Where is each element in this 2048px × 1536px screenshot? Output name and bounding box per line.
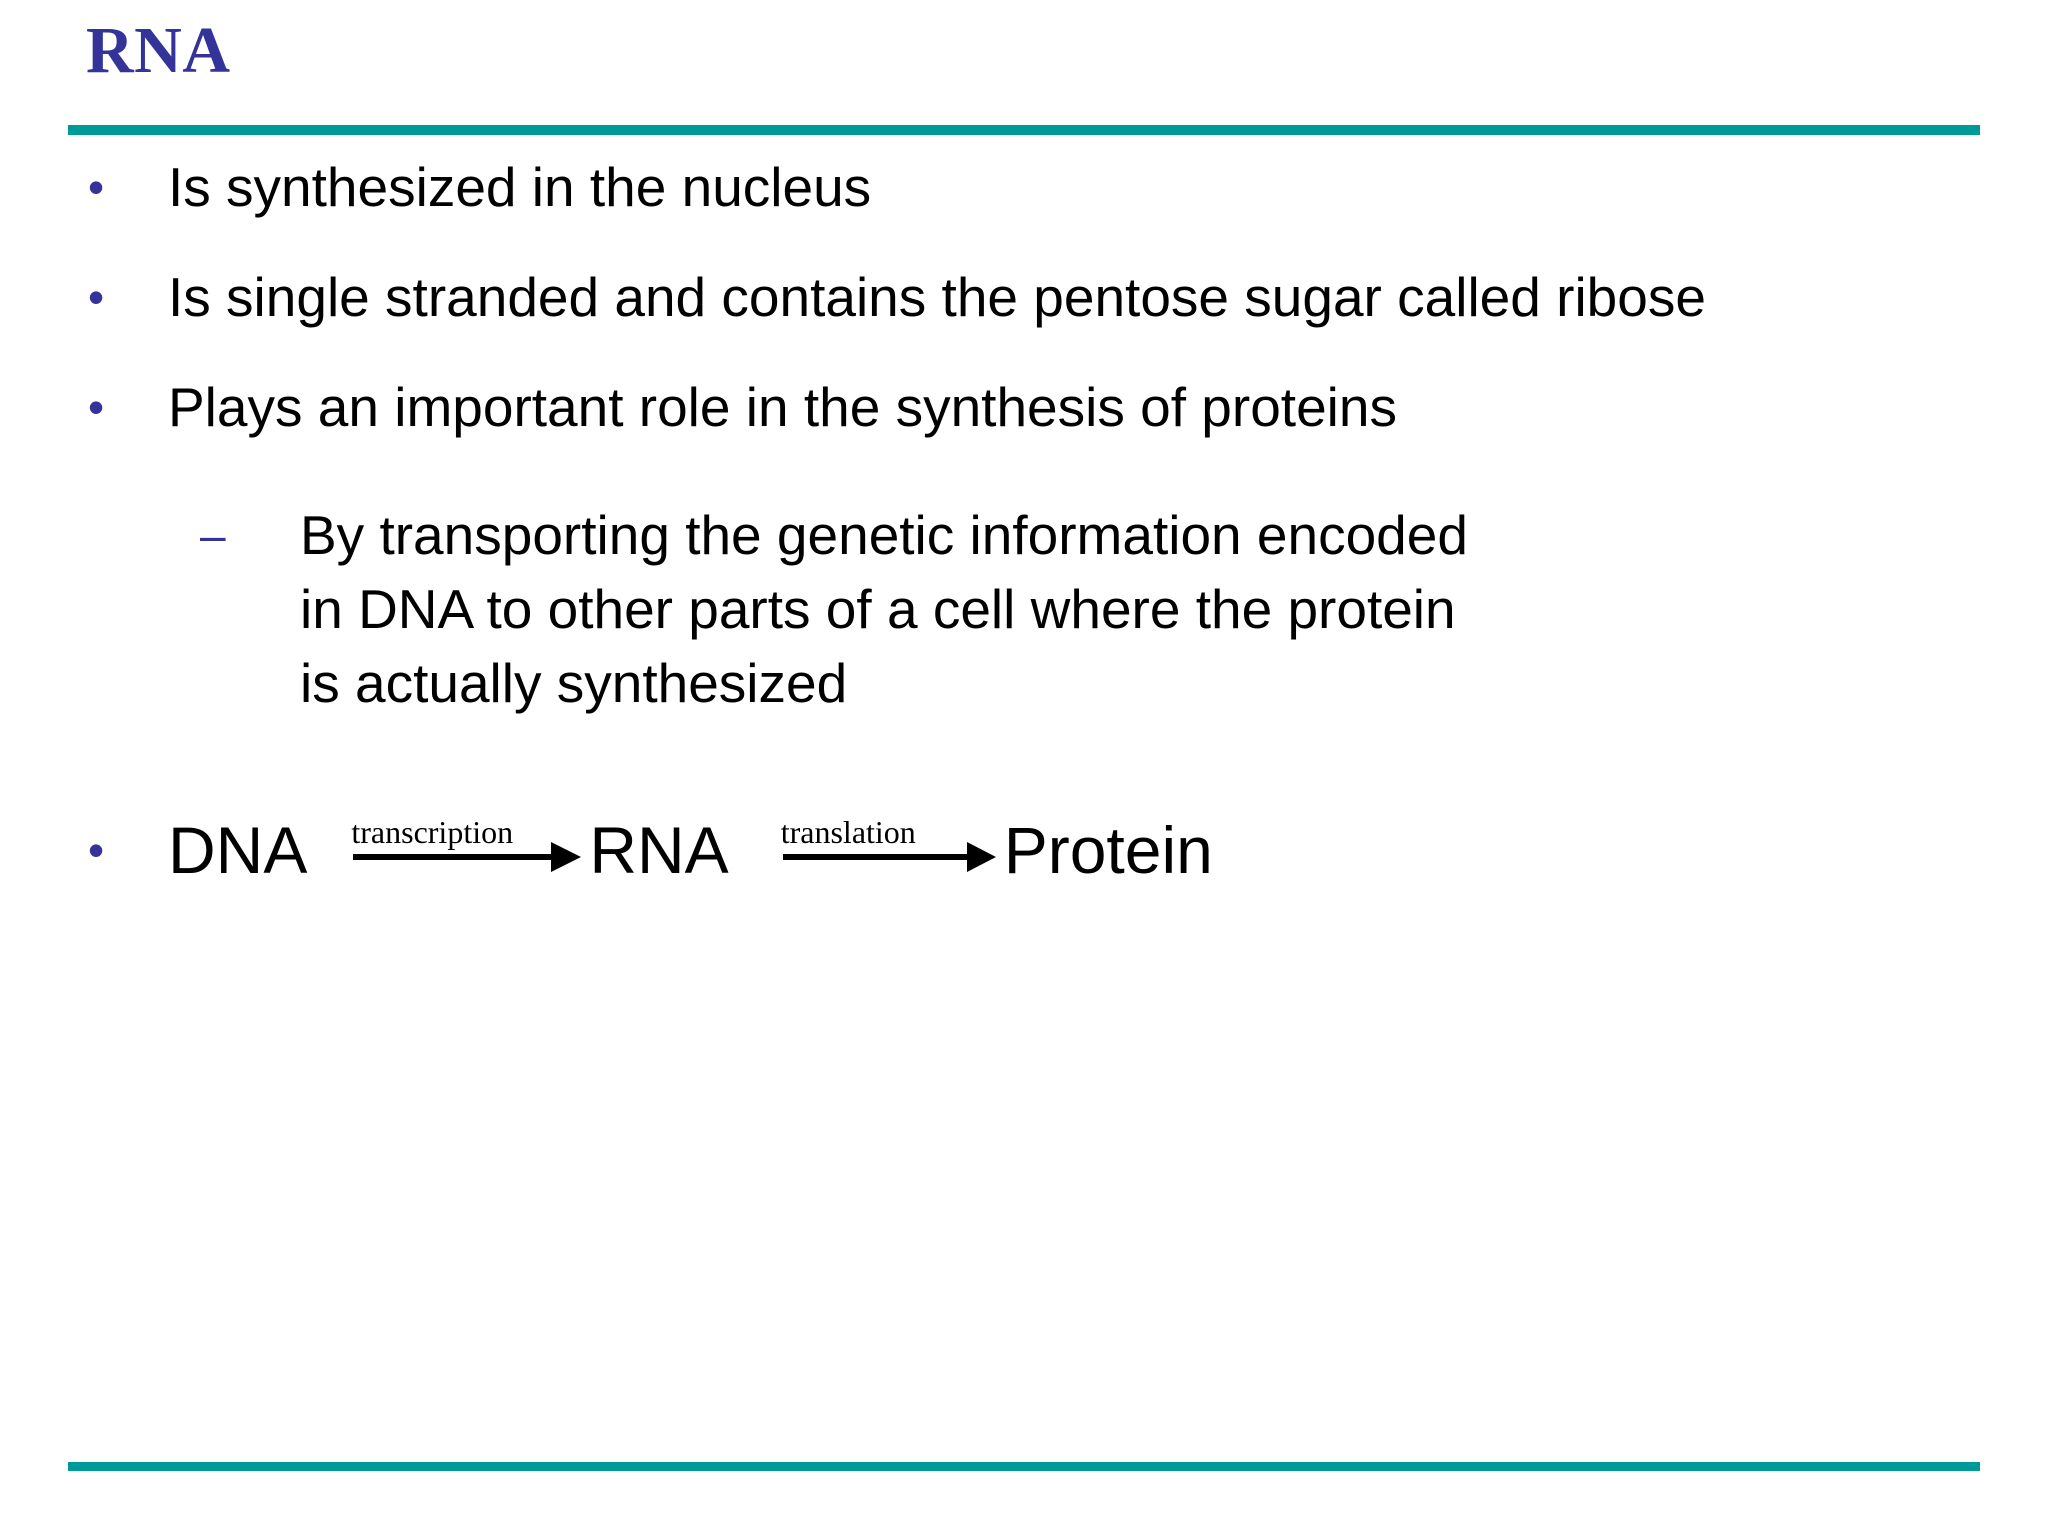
pathway-node-protein: Protein — [1003, 813, 1213, 887]
arrow-right-icon — [353, 842, 582, 872]
footer-divider-bottom — [68, 1462, 1980, 1471]
page-title: RNA — [86, 14, 231, 87]
translation-arrow-label: translation — [780, 814, 916, 850]
sub-bullet-item-1: – By transporting the genetic informatio… — [0, 498, 2048, 720]
bullet-marker-icon: • — [88, 381, 105, 433]
bullet-item-3: • Plays an important role in the synthes… — [0, 370, 2048, 444]
bullet-text-3: Plays an important role in the synthesis… — [168, 376, 1397, 438]
sub-bullet-text-1: By transporting the genetic information … — [300, 504, 1468, 714]
title-divider-top — [68, 125, 1980, 135]
bullet-item-1: • Is synthesized in the nucleus — [0, 150, 2048, 224]
bullet-marker-icon: • — [88, 271, 105, 323]
bullet-text-1: Is synthesized in the nucleus — [168, 156, 872, 218]
pathway-bullet-item: • DNA transcription RNA translation — [0, 810, 2048, 890]
bullet-marker-icon: • — [88, 161, 105, 213]
translation-arrow: translation — [781, 810, 996, 890]
pathway-node-rna: RNA — [589, 813, 729, 887]
transcription-arrow-label: transcription — [351, 814, 514, 850]
central-dogma-diagram: DNA transcription RNA translation — [168, 810, 2048, 890]
bullet-text-2: Is single stranded and contains the pent… — [168, 266, 1706, 328]
slide-body: • Is synthesized in the nucleus • Is sin… — [0, 150, 2048, 890]
bullet-item-2: • Is single stranded and contains the pe… — [0, 260, 2048, 334]
dash-marker-icon: – — [200, 509, 226, 561]
pathway-node-dna: DNA — [168, 813, 308, 887]
transcription-arrow: transcription — [351, 810, 582, 890]
arrow-right-icon — [782, 842, 996, 872]
bullet-marker-icon: • — [88, 824, 105, 876]
